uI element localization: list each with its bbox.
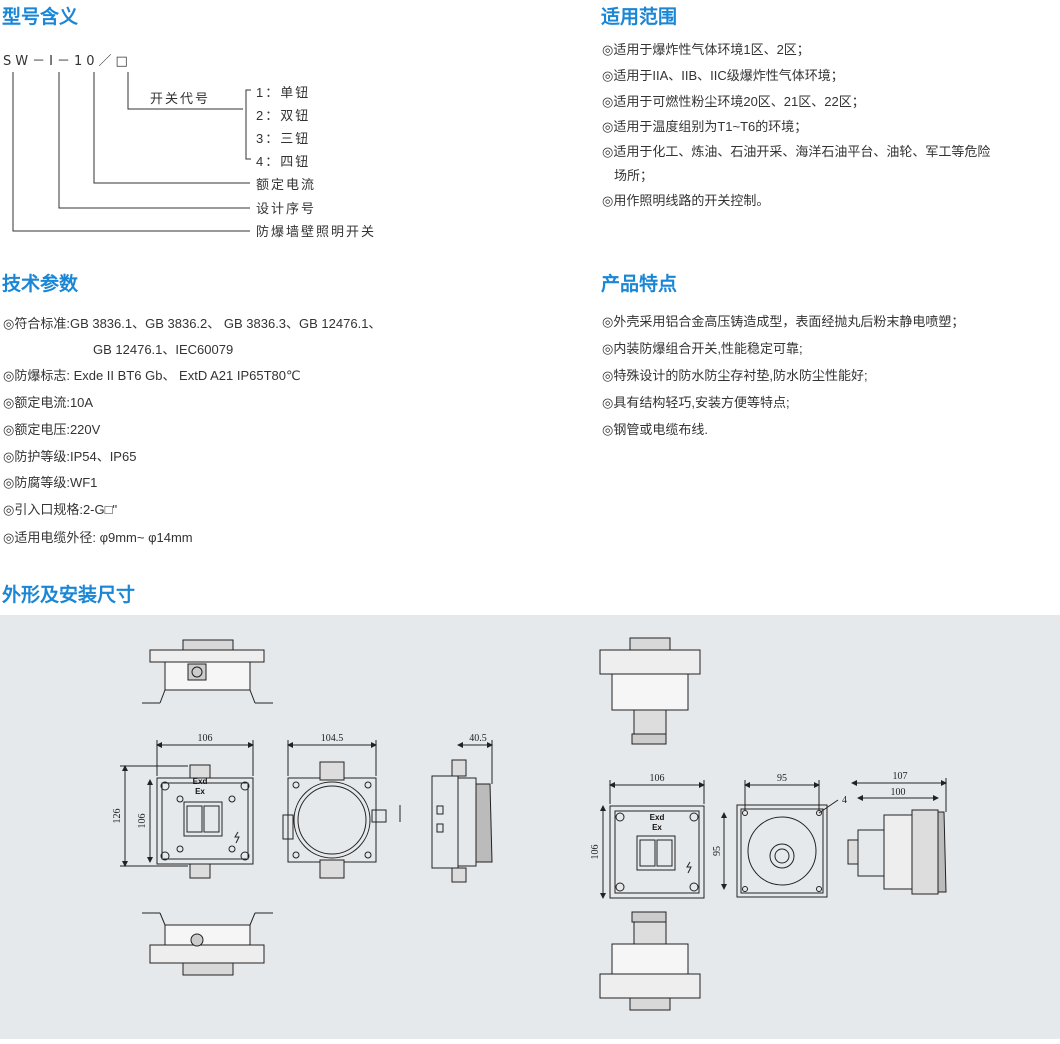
switch-option-3: 3：三钮 xyxy=(256,131,311,146)
right-depth-inner-dim: 100 xyxy=(891,787,906,798)
right-label-exd: Exd xyxy=(650,813,665,822)
scope-item: ◎适用于IIA、IIB、IIC级爆炸性气体环境； xyxy=(602,68,844,83)
right-back-view xyxy=(736,804,828,898)
right-bottom-view xyxy=(599,911,701,1011)
tech-item: ◎适用电缆外径: φ9mm~ φ14mm xyxy=(3,530,193,545)
right-mount-width-dim: 95 xyxy=(777,773,787,784)
switch-option-2: 2：双钮 xyxy=(256,108,311,123)
feature-item: ◎钢管或电缆布线. xyxy=(602,422,708,437)
feature-item: ◎特殊设计的防水防尘存衬垫,防水防尘性能好; xyxy=(602,368,868,383)
scope-item: ◎适用于化工、炼油、石油开采、海洋石油平台、油轮、军工等危险 xyxy=(602,144,991,159)
design-serial-label: 设计序号 xyxy=(256,201,317,216)
switch-option-1: 1：单钮 xyxy=(256,85,311,100)
right-mount-height-dim: 95 xyxy=(712,846,723,856)
right-label-ex: Ex xyxy=(652,823,662,832)
tech-item: ◎引入口规格:2-G□" xyxy=(3,502,118,517)
tech-item: ◎防护等级:IP54、IP65 xyxy=(3,449,137,464)
left-side-depth-dim: 40.5 xyxy=(469,733,487,744)
scope-item: ◎用作照明线路的开关控制。 xyxy=(602,193,770,208)
scope-title: 适用范围 xyxy=(601,7,678,28)
scope-item: ◎适用于可燃性粉尘环境20区、21区、22区； xyxy=(602,94,865,109)
dimensions-title: 外形及安装尺寸 xyxy=(2,585,136,606)
right-top-view xyxy=(599,637,701,745)
tech-item: ◎额定电流:10A xyxy=(3,395,94,410)
product-label: 防爆墙壁照明开关 xyxy=(256,224,377,239)
rated-current-label: 额定电流 xyxy=(256,177,317,192)
left-label-ex: Ex xyxy=(195,787,205,796)
right-width-dim: 106 xyxy=(650,773,665,784)
left-width-dim: 106 xyxy=(198,733,213,744)
model-title: 型号含义 xyxy=(2,7,79,28)
switch-option-4: 4：四钮 xyxy=(256,154,311,169)
left-outer-height-dim: 126 xyxy=(112,809,123,824)
model-diagram-lines xyxy=(12,72,251,232)
technical-drawings: 106 126 106 104.5 40.5 Exd Ex 106 106 95… xyxy=(112,637,947,1011)
right-front-view xyxy=(609,805,705,899)
left-round-width-dim: 104.5 xyxy=(321,733,344,744)
scope-item: ◎适用于温度组别为T1~T6的环境； xyxy=(602,119,808,134)
feature-item: ◎内装防爆组合开关,性能稳定可靠; xyxy=(602,341,803,356)
tech-item: ◎防腐等级:WF1 xyxy=(3,475,98,490)
tech-item: ◎防爆标志: Exde II BT6 Gb、 ExtD A21 IP65T80℃ xyxy=(3,368,301,383)
left-round-view xyxy=(282,761,387,879)
tech-item: ◎符合标准:GB 3836.1、GB 3836.2、 GB 3836.3、GB … xyxy=(3,316,382,331)
tech-item: ◎额定电压:220V xyxy=(3,422,101,437)
right-hole-dim: 4 xyxy=(842,795,847,806)
dimensions-panel: 106 126 106 104.5 40.5 Exd Ex 106 106 95… xyxy=(0,615,1060,1039)
tech-title: 技术参数 xyxy=(2,274,79,295)
left-label-exd: Exd xyxy=(193,777,208,786)
right-depth-outer-dim: 107 xyxy=(893,771,908,782)
left-side-view xyxy=(431,759,493,883)
model-code: SW－Ⅰ－10／□ xyxy=(3,54,132,69)
switch-code-label: 开关代号 xyxy=(150,91,211,106)
left-bottom-view xyxy=(142,912,273,976)
scope-item: ◎适用于爆炸性气体环境1区、2区； xyxy=(602,42,810,57)
left-top-view xyxy=(142,639,273,704)
feature-item: ◎具有结构轻巧,安装方便等特点; xyxy=(602,395,790,410)
left-inner-height-dim: 106 xyxy=(137,814,148,829)
tech-item: GB 12476.1、IEC60079 xyxy=(93,342,234,357)
feature-item: ◎外壳采用铝合金高压铸造成型，表面经抛丸后粉末静电喷塑； xyxy=(602,314,965,329)
right-side-view xyxy=(847,809,947,895)
features-title: 产品特点 xyxy=(601,274,678,295)
scope-item: 场所； xyxy=(614,168,654,183)
right-height-dim: 106 xyxy=(590,845,601,860)
left-front-view xyxy=(156,764,254,879)
